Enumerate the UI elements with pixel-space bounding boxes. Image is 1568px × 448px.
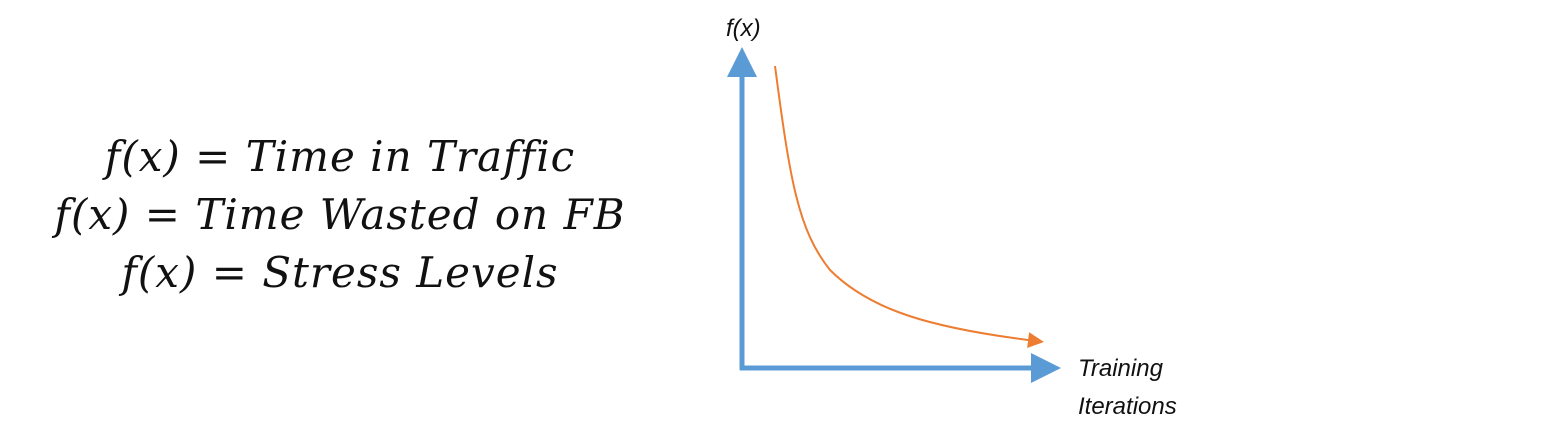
equation-time-wasted-on-fb: f(x) = Time Wasted on FB (54, 190, 626, 239)
equation-time-in-traffic: f(x) = Time in Traffic (104, 132, 576, 181)
x-axis-label: Training Iterations (1078, 350, 1177, 426)
equation-stress-levels: f(x) = Stress Levels (121, 248, 559, 297)
equation-list: f(x) = Time in Traffic f(x) = Time Waste… (30, 128, 650, 302)
x-axis-label-line2: Iterations (1078, 393, 1177, 420)
decreasing-curve (774, 65, 1044, 348)
y-axis-label: f(x) (726, 15, 761, 42)
x-axis-label-line1: Training (1078, 355, 1163, 382)
